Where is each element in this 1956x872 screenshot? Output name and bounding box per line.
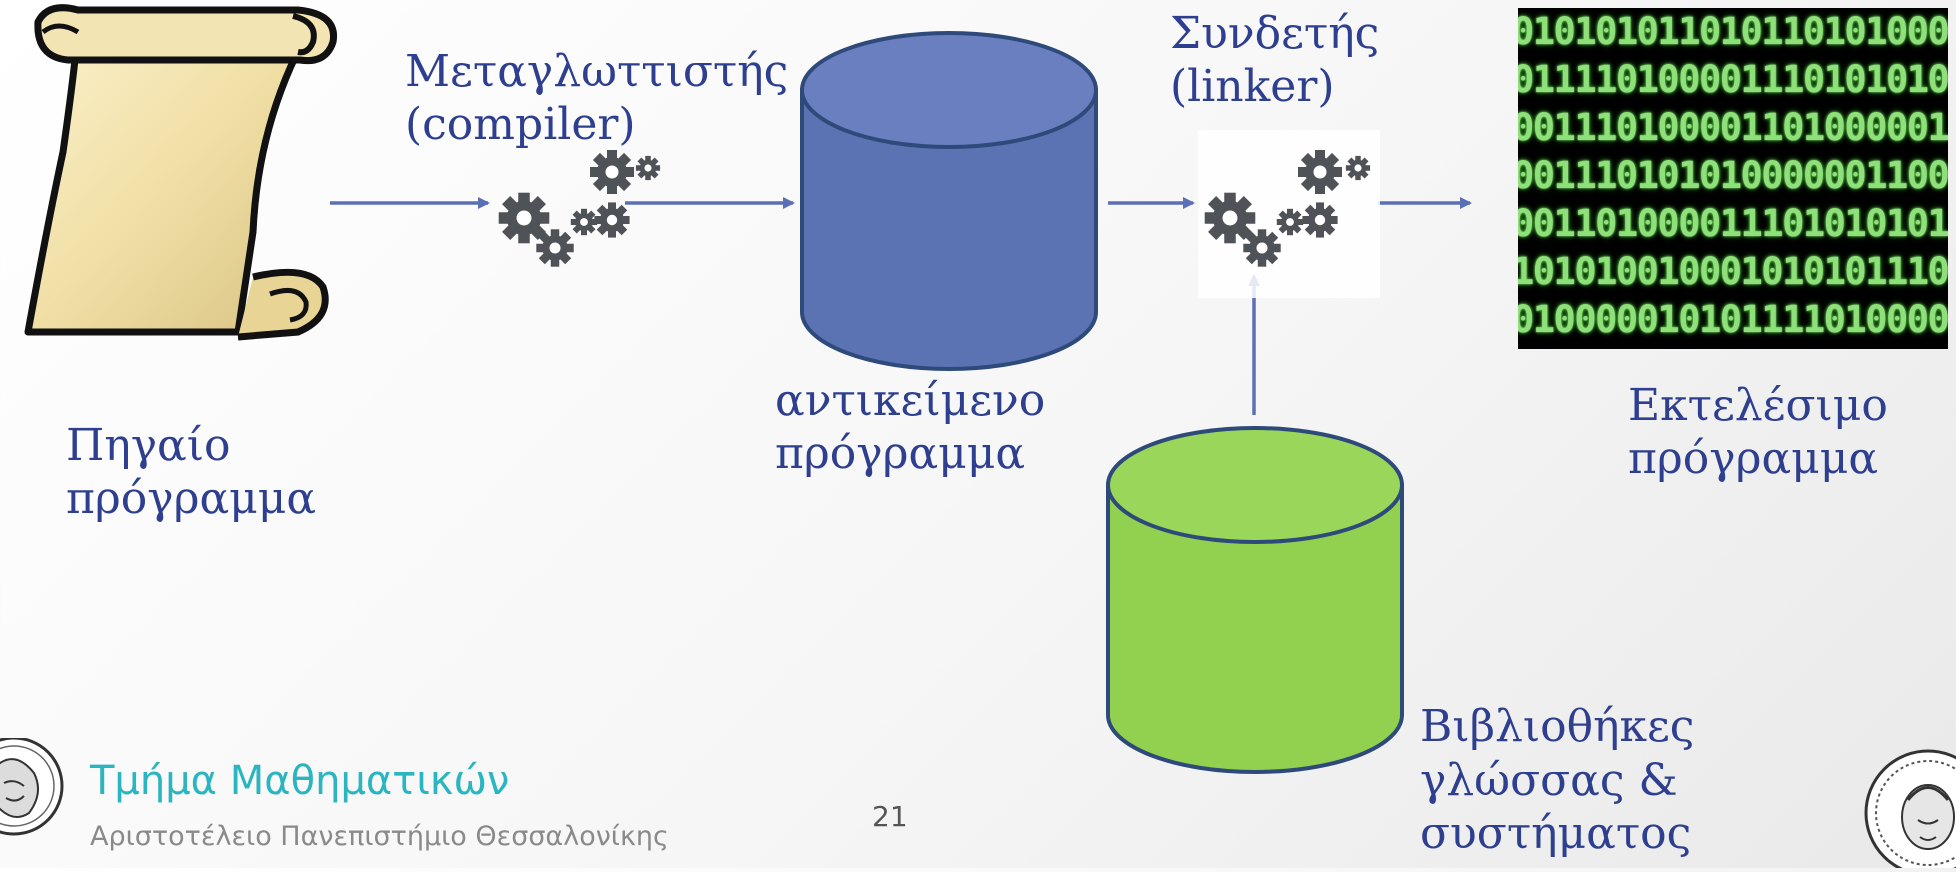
binary-line: 0101010110101101010001 [1518, 10, 1948, 53]
libraries-label: Βιβλιοθήκες γλώσσας & συστήματος [1420, 701, 1695, 860]
executable-program-label: Εκτελέσιμο πρόγραμμα [1628, 380, 1888, 484]
object-program-cylinder-icon [800, 31, 1098, 371]
source-program-label: Πηγαίο πρόγραμμα [66, 420, 317, 524]
university-subtitle: Αριστοτέλειο Πανεπιστήμιο Θεσσαλονίκης [90, 821, 669, 852]
compiler-gears-icon [498, 150, 661, 267]
linker-label: Συνδετής (linker) [1170, 8, 1380, 112]
compiler-label: Μεταγλωττιστής (compiler) [405, 46, 789, 150]
binary-line: 1010100100010101011101 [1518, 250, 1948, 293]
university-seal-logo-right [1860, 745, 1956, 872]
page-number: 21 [872, 800, 908, 833]
binary-line: 0100000101011110100001 [1518, 298, 1948, 341]
libraries-cylinder-icon [1106, 426, 1404, 774]
binary-line: 0111101000011101010101 [1518, 58, 1948, 101]
binary-line: 0011010000111010101011 [1518, 202, 1948, 245]
university-seal-logo-left [0, 736, 70, 872]
source-program-scroll-icon [8, 2, 341, 352]
department-title: Τμήμα Μαθηματικών [90, 758, 510, 804]
binary-line: 0011101010100000011001 [1518, 154, 1948, 197]
executable-binary-image: 0101010110101101010001 01111010000111010… [1518, 8, 1948, 349]
object-program-label: αντικείμενο πρόγραμμα [775, 375, 1046, 479]
binary-line: 0011101000011010000011 [1518, 106, 1948, 149]
